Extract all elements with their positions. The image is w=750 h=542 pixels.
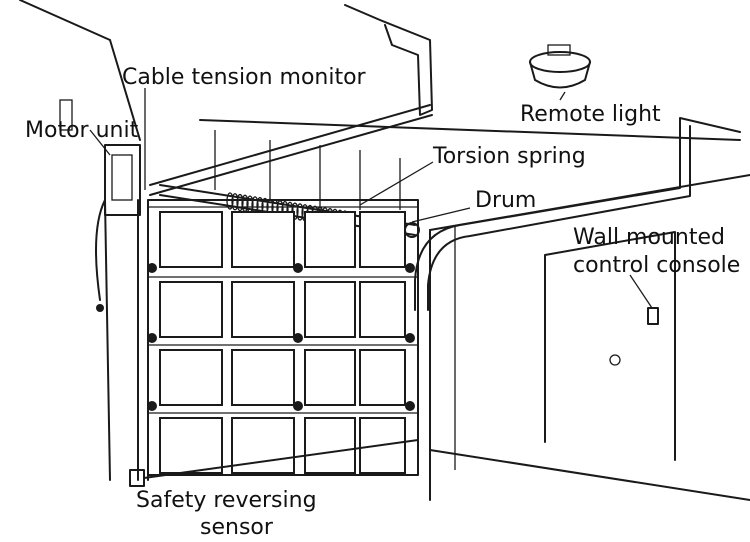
label-safety-sensor-line1: Safety reversing	[136, 488, 317, 513]
hinge-icon	[147, 263, 157, 273]
hinge-icon	[405, 401, 415, 411]
door-panel	[159, 417, 223, 474]
spring-coil	[236, 193, 244, 212]
hinge-icon	[293, 401, 303, 411]
spring-coil	[231, 193, 239, 211]
motor-unit-icon	[59, 99, 141, 312]
label-torsion-spring: Torsion spring	[432, 144, 586, 169]
hinge-icon	[405, 333, 415, 343]
safety-sensor-icon	[129, 439, 419, 487]
door-panels	[148, 206, 418, 474]
door-panel	[304, 349, 356, 406]
door-panel	[304, 281, 356, 338]
door-panel	[159, 211, 223, 268]
door-panel	[359, 211, 406, 268]
remote-light-icon	[529, 44, 591, 89]
spring-coil	[296, 203, 304, 221]
hinge-icon	[293, 333, 303, 343]
hinge-icon	[147, 401, 157, 411]
hinge-icon	[293, 263, 303, 273]
wall-console-icon	[647, 307, 659, 325]
wall-door	[544, 231, 676, 461]
label-wall-console-line2: control console	[573, 253, 740, 278]
door-panel	[231, 211, 295, 268]
right-track	[414, 117, 741, 311]
door-panel	[304, 211, 356, 268]
door-panel	[159, 281, 223, 338]
label-safety-sensor-line2: sensor	[200, 515, 274, 540]
left-track	[104, 199, 149, 481]
leader-lines	[89, 88, 653, 309]
ceiling-bracket	[149, 4, 433, 196]
door-panel	[159, 349, 223, 406]
label-drum: Drum	[475, 188, 536, 213]
drum-icon	[404, 222, 420, 238]
hinge-icon	[405, 263, 415, 273]
door-panel	[359, 417, 406, 474]
door-panel	[231, 349, 295, 406]
label-cable-tension-monitor: Cable tension monitor	[122, 65, 367, 90]
label-wall-console-line1: Wall mounted	[573, 225, 725, 250]
label-motor-unit: Motor unit	[25, 118, 139, 143]
label-remote-light: Remote light	[520, 102, 661, 127]
door-panel	[359, 349, 406, 406]
door-panel	[359, 281, 406, 338]
door-panel	[304, 417, 356, 474]
door-panel	[231, 281, 295, 338]
door-hinges	[147, 263, 415, 411]
hinge-icon	[147, 333, 157, 343]
